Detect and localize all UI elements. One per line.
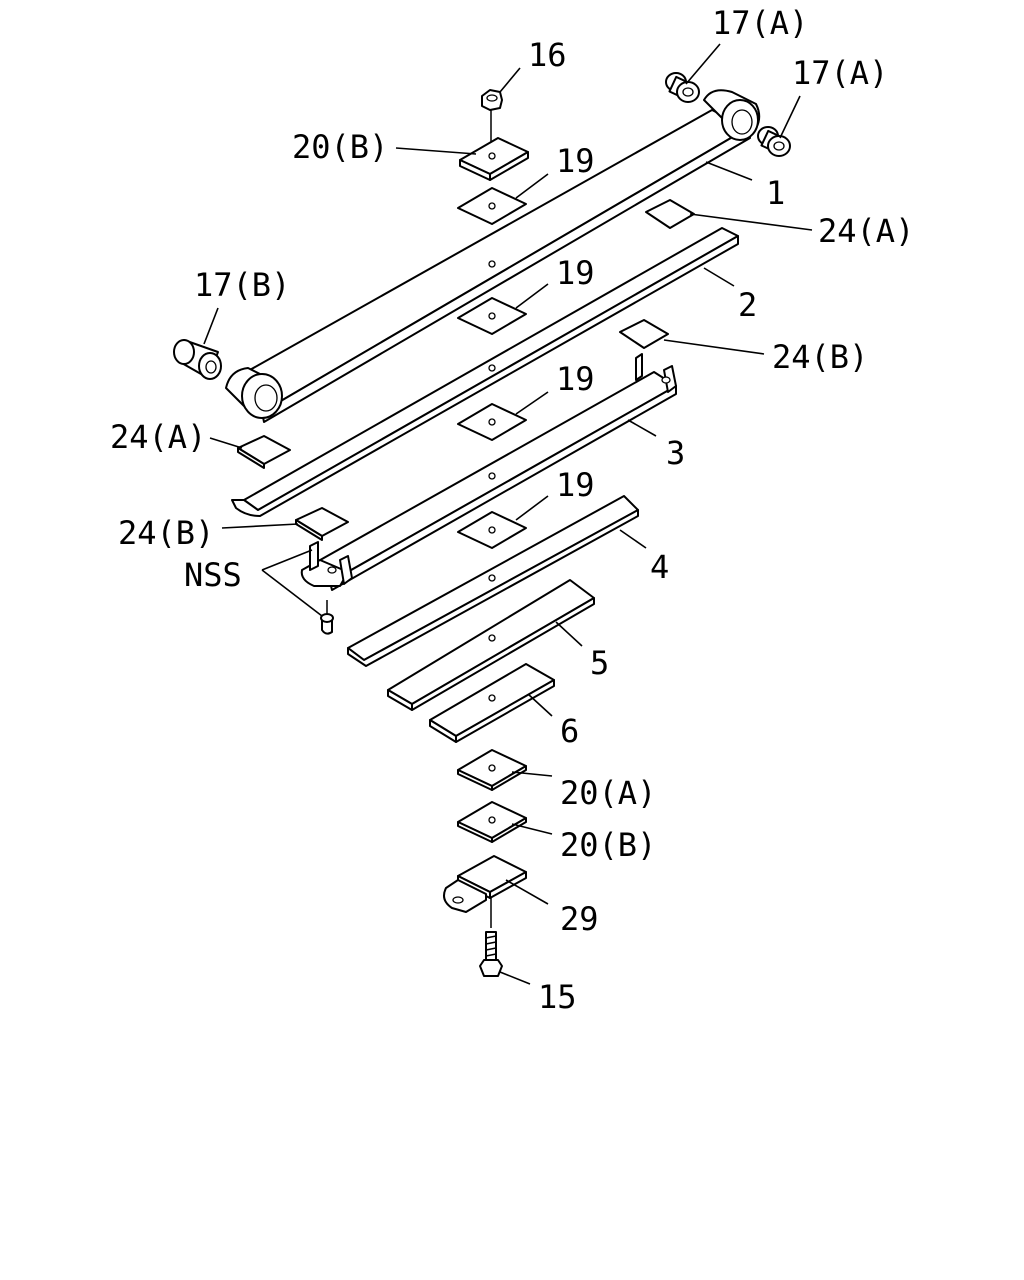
label-29: 29 xyxy=(560,900,599,938)
leaf-2 xyxy=(231,227,739,517)
insert-19-4 xyxy=(457,511,527,549)
leaf-3 xyxy=(300,353,677,591)
bushing-17b xyxy=(173,339,222,380)
main-leaf-1 xyxy=(225,89,761,423)
label-4: 4 xyxy=(650,548,669,586)
label-24a-left: 24(A) xyxy=(110,418,206,456)
nss-rivet xyxy=(320,600,334,635)
label-19-4: 19 xyxy=(556,466,595,504)
label-17a-top: 17(A) xyxy=(712,4,808,42)
insert-19-1 xyxy=(457,187,527,225)
label-2: 2 xyxy=(738,286,757,324)
insert-19-2 xyxy=(457,297,527,335)
label-1: 1 xyxy=(766,174,785,212)
leaf-4 xyxy=(347,495,639,667)
bushing-17a-2 xyxy=(757,126,791,157)
label-24b-left: 24(B) xyxy=(118,514,214,552)
label-19-1: 19 xyxy=(556,142,595,180)
label-15: 15 xyxy=(538,978,577,1016)
bushing-17a-1 xyxy=(665,72,700,103)
label-17a-right: 17(A) xyxy=(792,54,888,92)
pad-24a-left xyxy=(237,435,291,469)
insert-19-3 xyxy=(457,403,527,441)
label-16: 16 xyxy=(528,36,567,74)
label-20a: 20(A) xyxy=(560,774,656,812)
pad-24b-left xyxy=(295,507,349,541)
pad-24a-right xyxy=(645,199,695,229)
pad-20b-top xyxy=(459,137,529,181)
label-20b-top: 20(B) xyxy=(292,128,388,166)
label-6: 6 xyxy=(560,712,579,750)
pad-24b-right xyxy=(619,319,669,349)
nut-16 xyxy=(481,89,503,150)
bolt-15 xyxy=(479,931,503,977)
label-24a-right: 24(A) xyxy=(818,212,914,250)
pad-20a xyxy=(457,749,527,791)
label-5: 5 xyxy=(590,644,609,682)
label-20b-bottom: 20(B) xyxy=(560,826,656,864)
label-nss: NSS xyxy=(184,556,242,594)
label-17b: 17(B) xyxy=(194,266,290,304)
label-19-2: 19 xyxy=(556,254,595,292)
part-labels: 16 17(A) 17(A) 20(B) 19 1 24(A) 17(B) 19… xyxy=(110,4,914,1016)
label-24b-right: 24(B) xyxy=(772,338,868,376)
label-19-3: 19 xyxy=(556,360,595,398)
pad-20b-bottom xyxy=(457,801,527,843)
bracket-29 xyxy=(443,855,527,928)
label-3: 3 xyxy=(666,434,685,472)
leaf-5 xyxy=(387,579,595,711)
leader-lines xyxy=(203,43,813,985)
